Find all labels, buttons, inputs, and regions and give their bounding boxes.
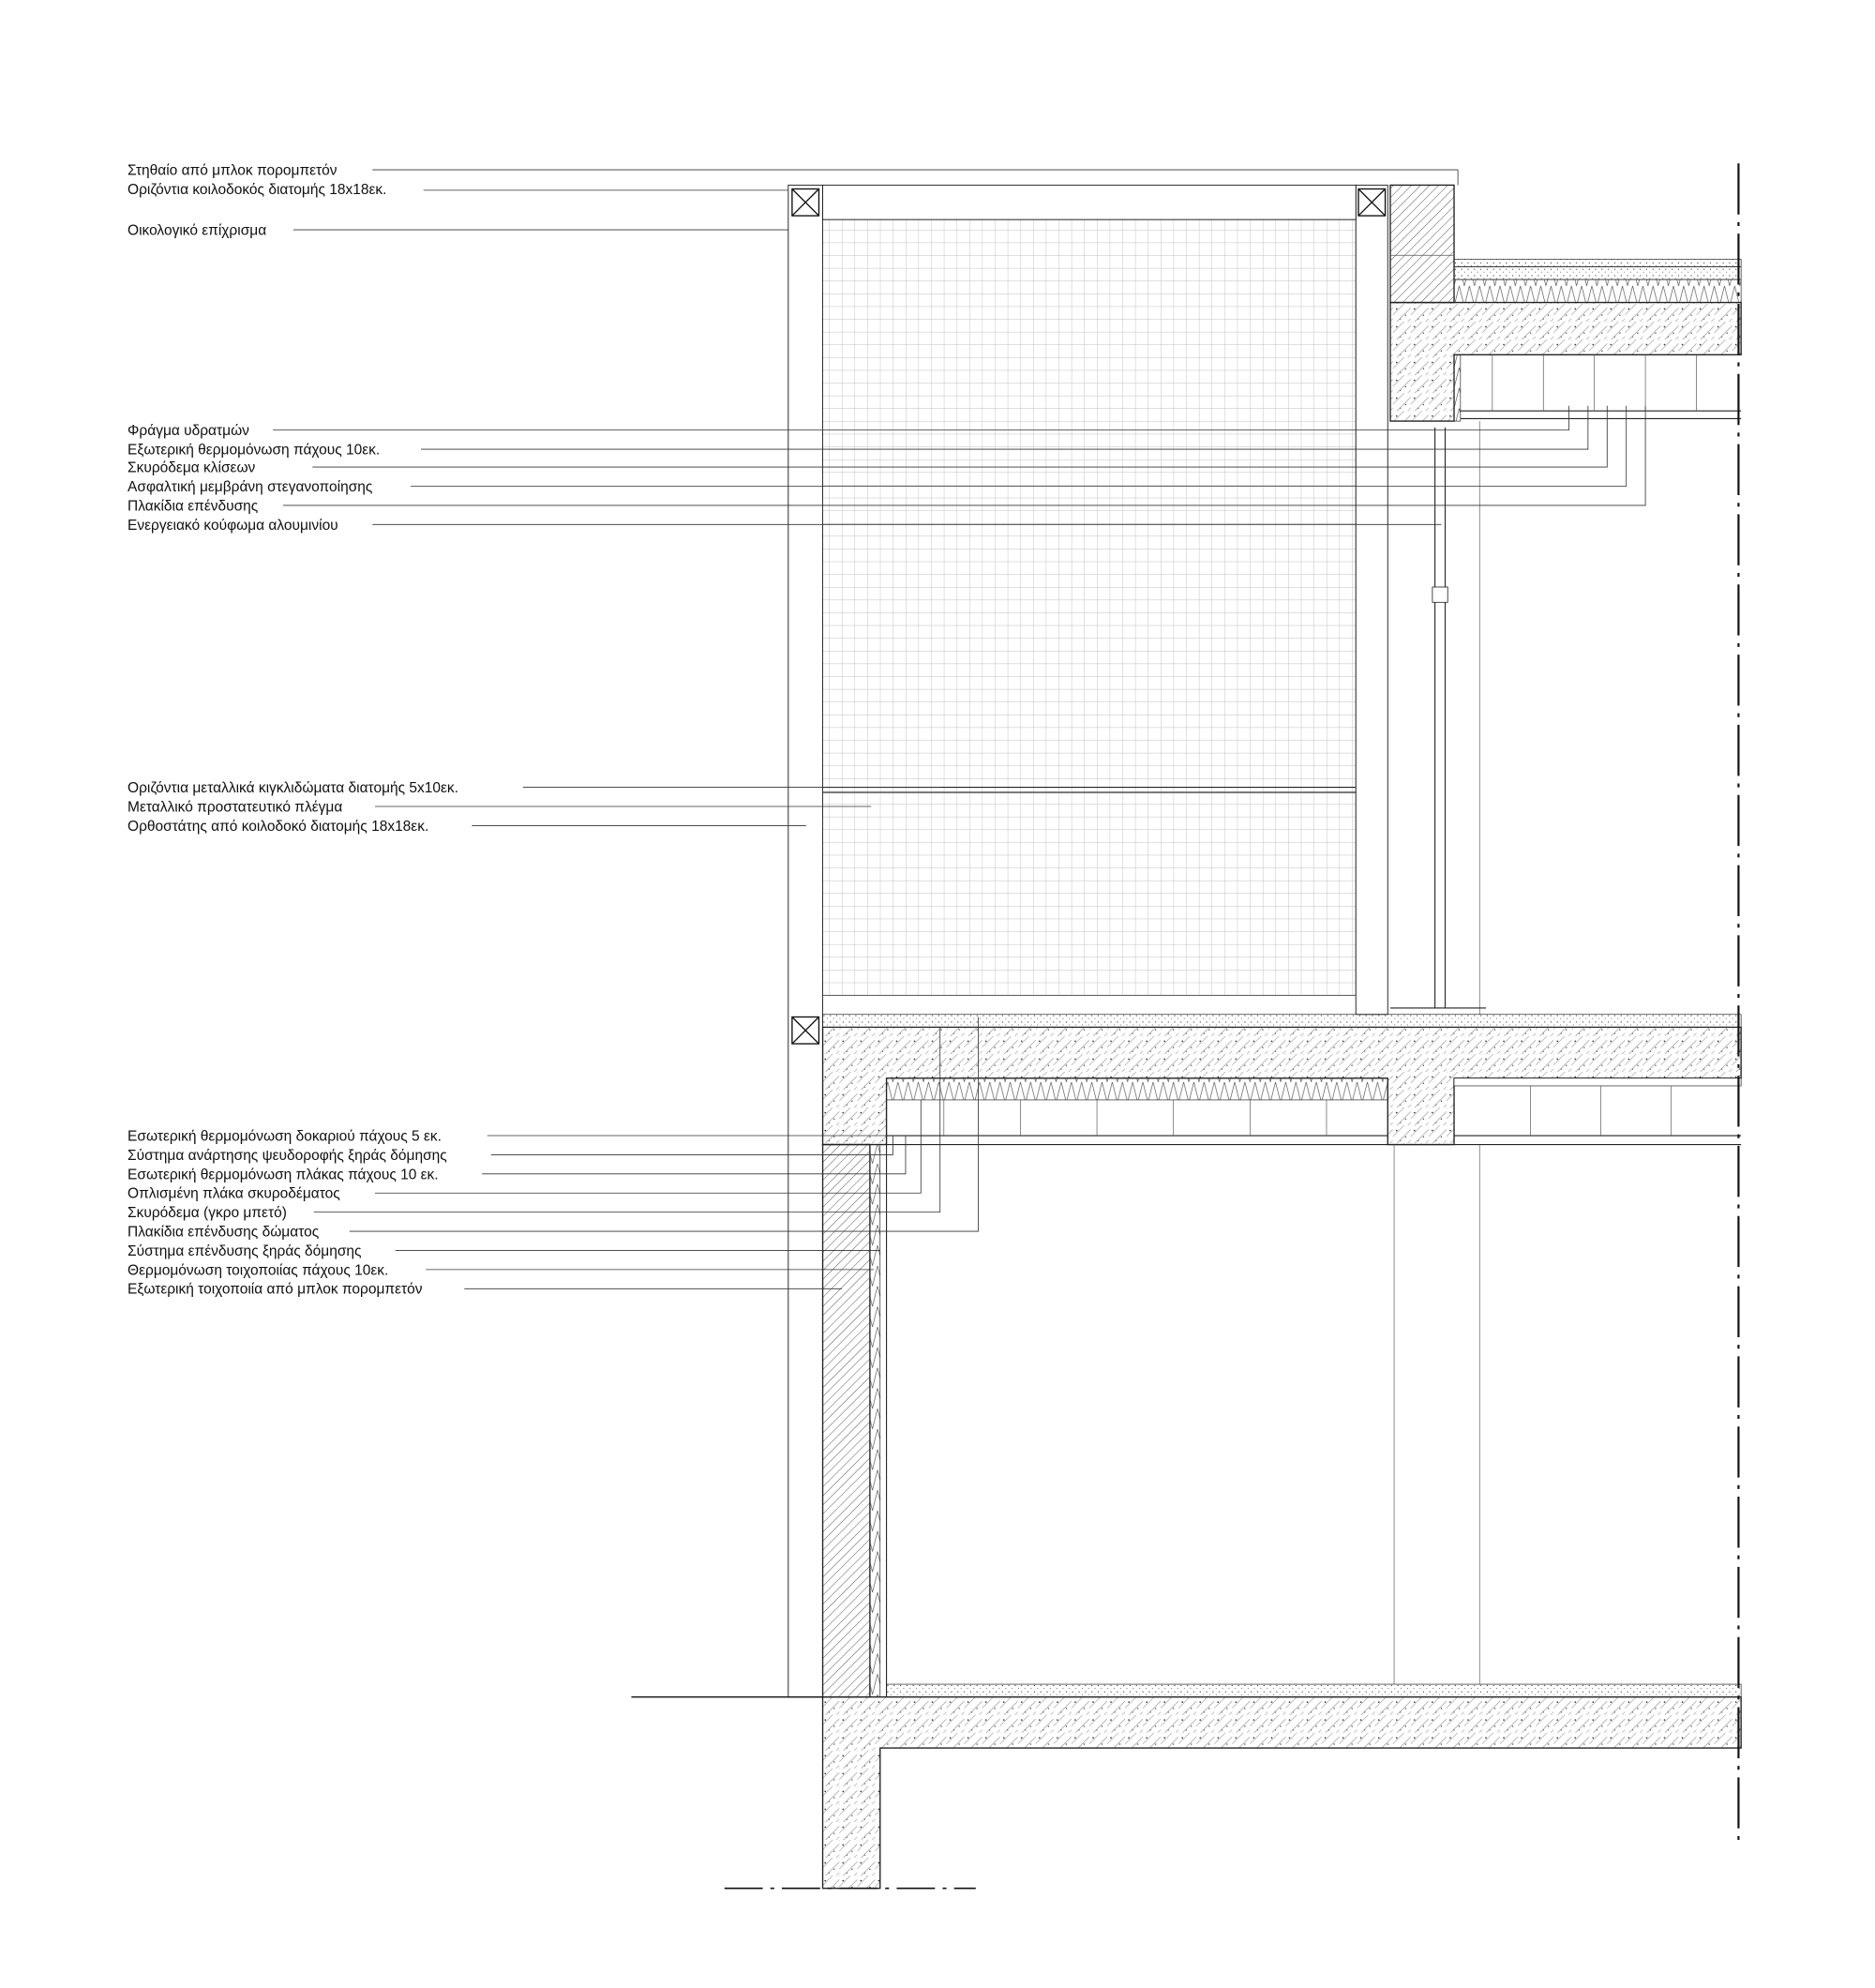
top-beam bbox=[822, 184, 1357, 220]
label: Εξωτερική θερμομόνωση πάχους 10εκ. bbox=[128, 442, 380, 458]
labels-roof: Φράγμα υδρατμών Εξωτερική θερμομόνωση πά… bbox=[128, 405, 1646, 534]
hollow-section-icon bbox=[791, 188, 1387, 1045]
label: Οικολογικό επίχρισμα bbox=[128, 222, 266, 238]
label: Στηθαίο από μπλοκ πορομπετόν bbox=[128, 163, 338, 179]
label: Εσωτερική θερμομόνωση δοκαριού πάχους 5 … bbox=[128, 1128, 442, 1144]
label: Εξωτερική τοιχοποιία από μπλοκ πορομπετό… bbox=[128, 1282, 423, 1298]
label: Σκυρόδεμα (γκρο μπετό) bbox=[128, 1205, 287, 1221]
left-post bbox=[788, 184, 824, 1698]
right-post bbox=[1355, 184, 1388, 1016]
parapet bbox=[1389, 184, 1455, 304]
label: Ενεργειακό κούφωμα αλουμινίου bbox=[128, 518, 338, 534]
ground-slab bbox=[821, 1695, 1742, 1890]
label: Πλακίδια επένδυσης bbox=[128, 498, 258, 514]
label: Σύστημα επένδυσης ξηράς δόμησης bbox=[128, 1243, 361, 1259]
roof-tiles bbox=[1453, 258, 1742, 267]
label: Εσωτερική θερμομόνωση πλάκας πάχους 10 ε… bbox=[128, 1167, 439, 1182]
label: Οπλισμένη πλάκα σκυροδέματος bbox=[128, 1186, 340, 1202]
label: Μεταλλικό προστατευτικό πλέγμα bbox=[128, 799, 342, 815]
roof-insulation bbox=[1453, 279, 1742, 303]
label: Σύστημα ανάρτησης ψευδοροφής ξηράς δόμησ… bbox=[128, 1148, 447, 1164]
exterior-wall bbox=[821, 1143, 871, 1698]
floor-tiles bbox=[822, 1014, 1742, 1028]
labels-rail: Οριζόντια μεταλλικά κιγκλιδώματα διατομή… bbox=[128, 780, 940, 835]
label: Θερμομόνωση τοιχοποιίας πάχους 10εκ. bbox=[128, 1262, 388, 1278]
labels-top: Στηθαίο από μπλοκ πορομπετόν Οριζόντια κ… bbox=[128, 163, 1459, 238]
slab-insulation bbox=[886, 1077, 1388, 1101]
roof-slab bbox=[1389, 301, 1742, 422]
label: Οριζόντια μεταλλικά κιγκλιδώματα διατομή… bbox=[128, 780, 458, 796]
label: Σκυρόδεμα κλίσεων bbox=[128, 460, 256, 476]
wall-insulation bbox=[869, 1144, 881, 1697]
label: Ασφαλτική μεμβράνη στεγανοποίησης bbox=[128, 479, 372, 495]
aluminium-window bbox=[1389, 421, 1487, 1015]
label: Ορθοστάτης από κοιλοδοκό διατομής 18x18ε… bbox=[128, 819, 428, 835]
label: Οριζόντια κοιλοδοκός διατομής 18x18εκ. bbox=[128, 182, 386, 198]
label: Φράγμα υδρατμών bbox=[128, 423, 249, 439]
label: Πλακίδια επένδυσης δώματος bbox=[128, 1225, 319, 1241]
protective-mesh bbox=[822, 218, 1357, 996]
screed bbox=[1453, 266, 1742, 280]
labels-floor: Εσωτερική θερμομόνωση δοκαριού πάχους 5 … bbox=[128, 1017, 979, 1298]
